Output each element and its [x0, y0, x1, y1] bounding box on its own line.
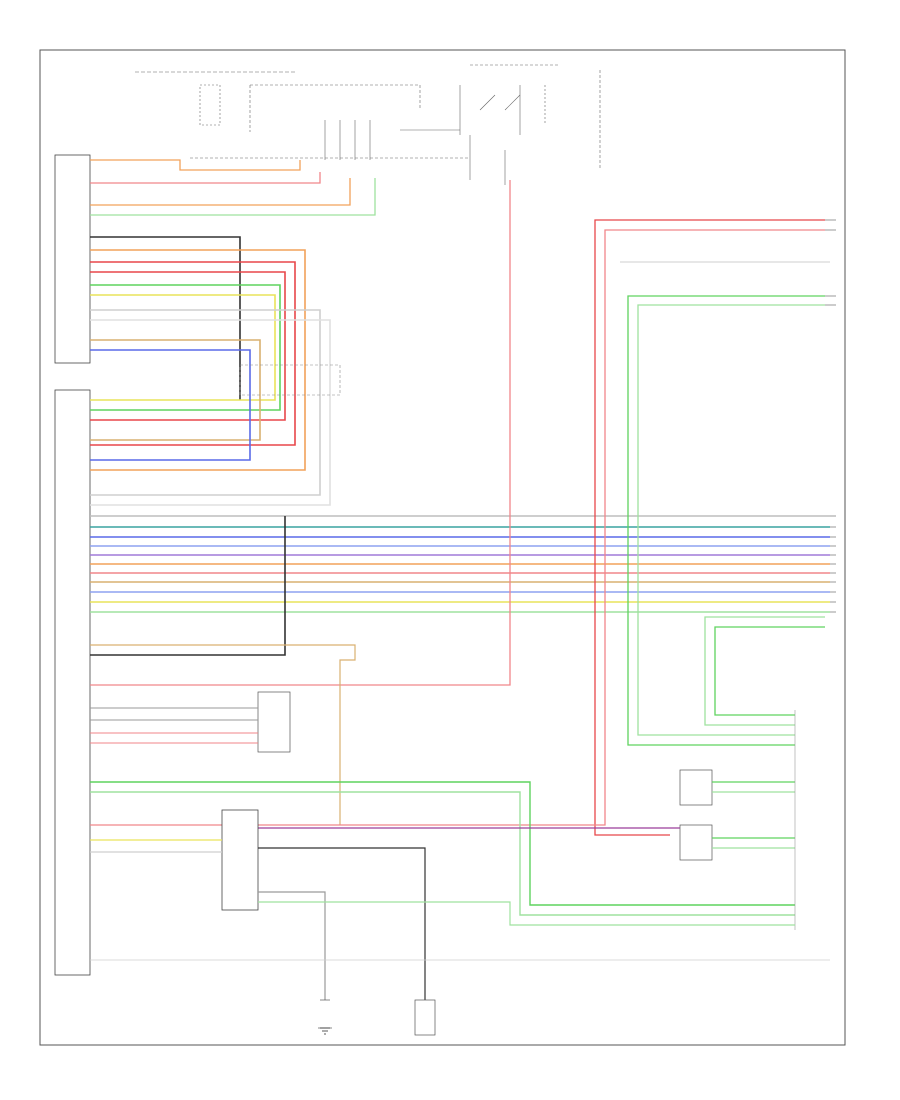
red-power-feed [90, 180, 511, 686]
relay-wires [90, 707, 258, 744]
central-module-lower [54, 389, 91, 976]
tuner-box-upper [679, 769, 713, 806]
diagram-frame [39, 49, 846, 1046]
top-switch-region [135, 64, 601, 185]
upper-wire-group [90, 159, 376, 216]
central-module-upper [54, 154, 91, 364]
lower-green-run [90, 781, 795, 916]
right-edge-terminals [825, 219, 836, 613]
right-green-group [627, 295, 825, 746]
small-relay-box [257, 691, 291, 753]
tan-feed [90, 644, 356, 825]
ground-symbol-icon [320, 1027, 330, 1035]
tuner-box-lower [679, 824, 713, 861]
right-speaker [318, 999, 332, 1029]
left-speaker-box [414, 999, 436, 1036]
splice-box-mid [239, 364, 341, 396]
black-bus-wire [90, 516, 286, 656]
main-bus-lines [90, 515, 830, 613]
middle-wire-group [90, 236, 331, 506]
radio-module-box [221, 809, 259, 911]
tuner-wires [712, 710, 796, 930]
radio-module-wires [90, 839, 830, 1000]
right-red-pair [90, 219, 825, 836]
